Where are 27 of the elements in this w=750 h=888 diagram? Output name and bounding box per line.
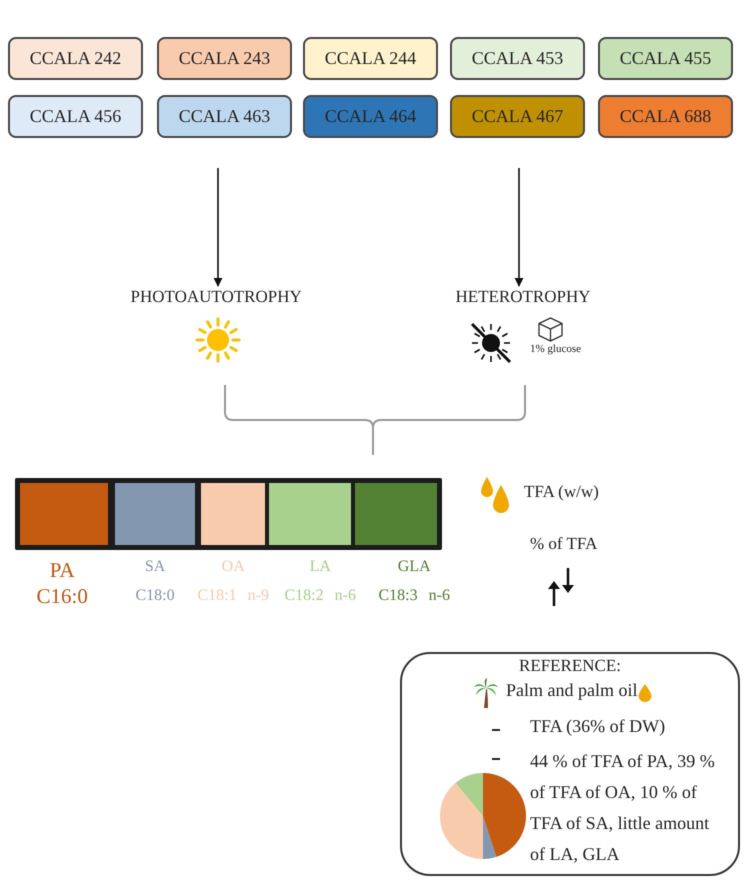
reference-panel [400,652,740,876]
list-item-text: TFA (36% of DW) [530,716,666,737]
strain-box: CCALA 455 [598,37,733,80]
quantity-label: % of TFA [530,534,598,554]
strain-box: CCALA 456 [8,95,143,138]
arrow [214,168,222,287]
arrow [514,168,524,287]
quantity-label: TFA (w/w) [524,482,599,502]
strain-box: CCALA 688 [598,95,733,138]
condition-heading: HETEROTROPHY [456,287,591,307]
strain-box: CCALA 467 [450,95,585,138]
condition-heading: PHOTOAUTOTROPHY [130,287,302,307]
strain-box: CCALA 243 [157,37,292,80]
legend-label: LA C18:2 n-6 [284,557,356,606]
strain-box: CCALA 242 [8,37,143,80]
reference-heading: REFERENCE: [519,656,622,676]
list-item-text: 44 % of TFA of PA, 39 % of TFA of OA, 10 % of TFA of SA, little amount of LA, GLA [530,750,716,866]
legend-label: PA C16:0 [36,557,88,609]
source-label: Palm and palm oil [506,680,638,701]
strain-box: CCALA 464 [303,95,438,138]
condition-note: 1% glucose [530,343,582,355]
legend-label: OA C18:1 n-9 [198,557,269,606]
legend-label: GLA C18:3 n-6 [378,557,450,606]
legend-label: SA C18:0 [136,557,175,606]
strain-box: CCALA 453 [450,37,585,80]
strain-box: CCALA 463 [157,95,292,138]
strain-box: CCALA 244 [303,37,438,80]
